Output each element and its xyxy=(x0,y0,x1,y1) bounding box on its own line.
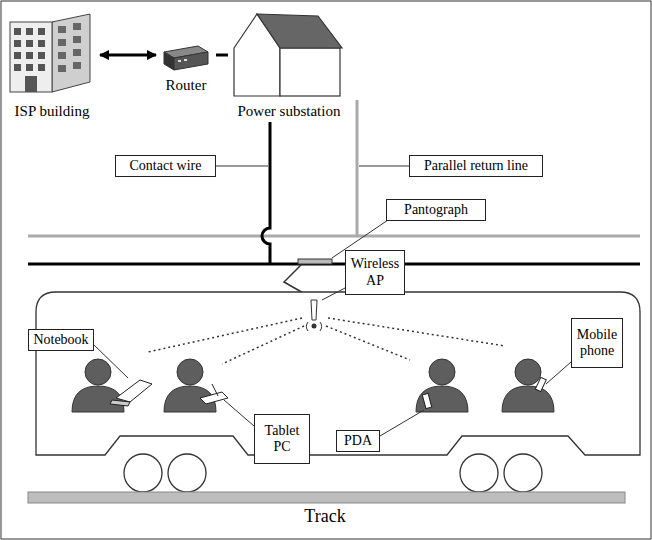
callout-box: Tablet PC xyxy=(254,414,310,464)
node-text: Power substation xyxy=(237,102,342,120)
callout-box: Contact wire xyxy=(115,155,216,177)
track-bar xyxy=(28,492,625,503)
wheels xyxy=(124,454,542,492)
part-label: Track xyxy=(304,506,345,527)
callout-box: Mobile phone xyxy=(571,318,623,368)
node-text: Tablet PC xyxy=(258,423,306,455)
link-line xyxy=(100,54,156,57)
antenna-icon xyxy=(306,300,321,331)
node-text: Mobile phone xyxy=(575,327,619,359)
return-line xyxy=(28,235,640,238)
node-text: PDA xyxy=(340,433,376,449)
router-node: Router xyxy=(156,40,216,94)
node-text: Wireless AP xyxy=(349,256,401,288)
devices xyxy=(110,377,546,408)
node-text: Notebook xyxy=(32,332,90,348)
link-line xyxy=(216,54,228,57)
return-feeder xyxy=(356,100,359,236)
callout-box: Parallel return line xyxy=(409,155,543,177)
leader-lines xyxy=(93,166,571,436)
callout-box: PDA xyxy=(336,430,380,452)
building-node: ISP building xyxy=(4,8,100,120)
contact-wire xyxy=(28,263,640,266)
node-text: Pantograph xyxy=(390,202,482,218)
train-car xyxy=(36,292,640,455)
building-icon xyxy=(10,14,90,92)
contact-feeder xyxy=(262,122,270,264)
node-text: Contact wire xyxy=(119,158,212,174)
callout-box: Notebook xyxy=(28,329,94,351)
passengers xyxy=(72,359,554,412)
router-icon xyxy=(164,46,208,70)
node-text: ISP building xyxy=(14,102,91,120)
substation-node: Power substation xyxy=(228,8,350,120)
wireless-links xyxy=(148,318,505,364)
node-text: Parallel return line xyxy=(413,158,539,174)
callout-box: Wireless AP xyxy=(345,250,405,295)
callout-box: Pantograph xyxy=(386,199,486,221)
node-text: Router xyxy=(165,76,208,94)
house-icon xyxy=(234,14,342,96)
